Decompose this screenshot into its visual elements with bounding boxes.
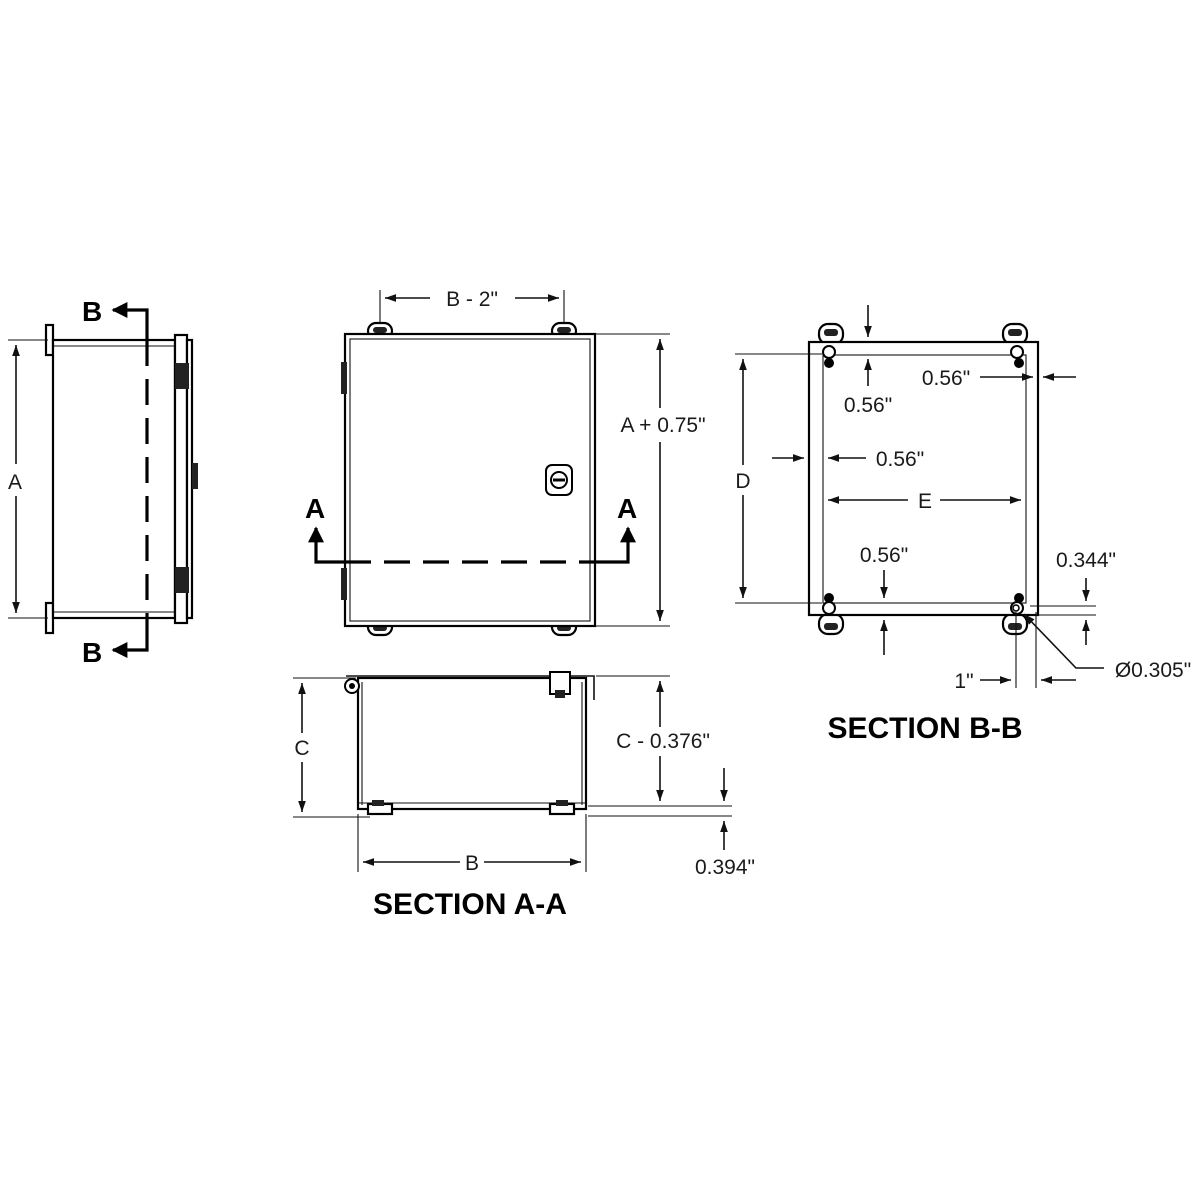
side-view: B B A [8, 296, 198, 668]
dim-e-label: E [918, 490, 932, 513]
section-bb-body [807, 340, 1040, 617]
dim-diameter-label: Ø0.305" [1115, 659, 1191, 682]
section-aa-body [356, 676, 588, 811]
section-bb-panel [822, 354, 1027, 604]
side-body [51, 338, 177, 620]
section-marker-a-left: A [305, 493, 325, 524]
dim-056-top-horizontal: 0.56" [922, 367, 970, 390]
dim-a-plus-label: A + 0.75" [620, 414, 705, 437]
section-marker-a-right: A [617, 493, 637, 524]
dim-056-left: 0.56" [876, 448, 924, 471]
section-bb-view: D E 0.56" 0.56" 0.56" 0.56" 0.344" 1" [735, 305, 1191, 745]
section-aa-view: C C - 0.376" 0.394" B SECTION A-A [293, 671, 755, 921]
dim-056-bottom: 0.56" [860, 544, 908, 567]
front-hinge-top [341, 362, 347, 394]
dim-0394-label: 0.394" [695, 856, 755, 879]
front-hinge-bottom [341, 568, 347, 600]
dim-d-label: D [735, 470, 750, 493]
section-marker-b-top: B [82, 296, 102, 327]
section-bb-title: SECTION B-B [828, 712, 1023, 745]
side-hinge-top [175, 363, 189, 389]
dim-056-top-vertical: 0.56" [844, 394, 892, 417]
side-latch [192, 463, 198, 489]
front-view: A A B - 2" A + 0.75" [305, 288, 706, 637]
section-aa-title: SECTION A-A [373, 888, 567, 921]
door-latch-icon [545, 464, 573, 496]
section-marker-b-bottom: B [82, 637, 102, 668]
dim-b-minus-2-label: B - 2" [446, 288, 498, 311]
dim-0344-label: 0.344" [1056, 549, 1116, 572]
dim-1in-label: 1" [954, 670, 973, 693]
side-hinge-bottom [175, 567, 189, 593]
dim-b-label: B [465, 852, 479, 875]
dim-c-minus-label: C - 0.376" [616, 730, 710, 753]
dim-c-label: C [294, 737, 309, 760]
dim-a-label: A [8, 471, 22, 494]
